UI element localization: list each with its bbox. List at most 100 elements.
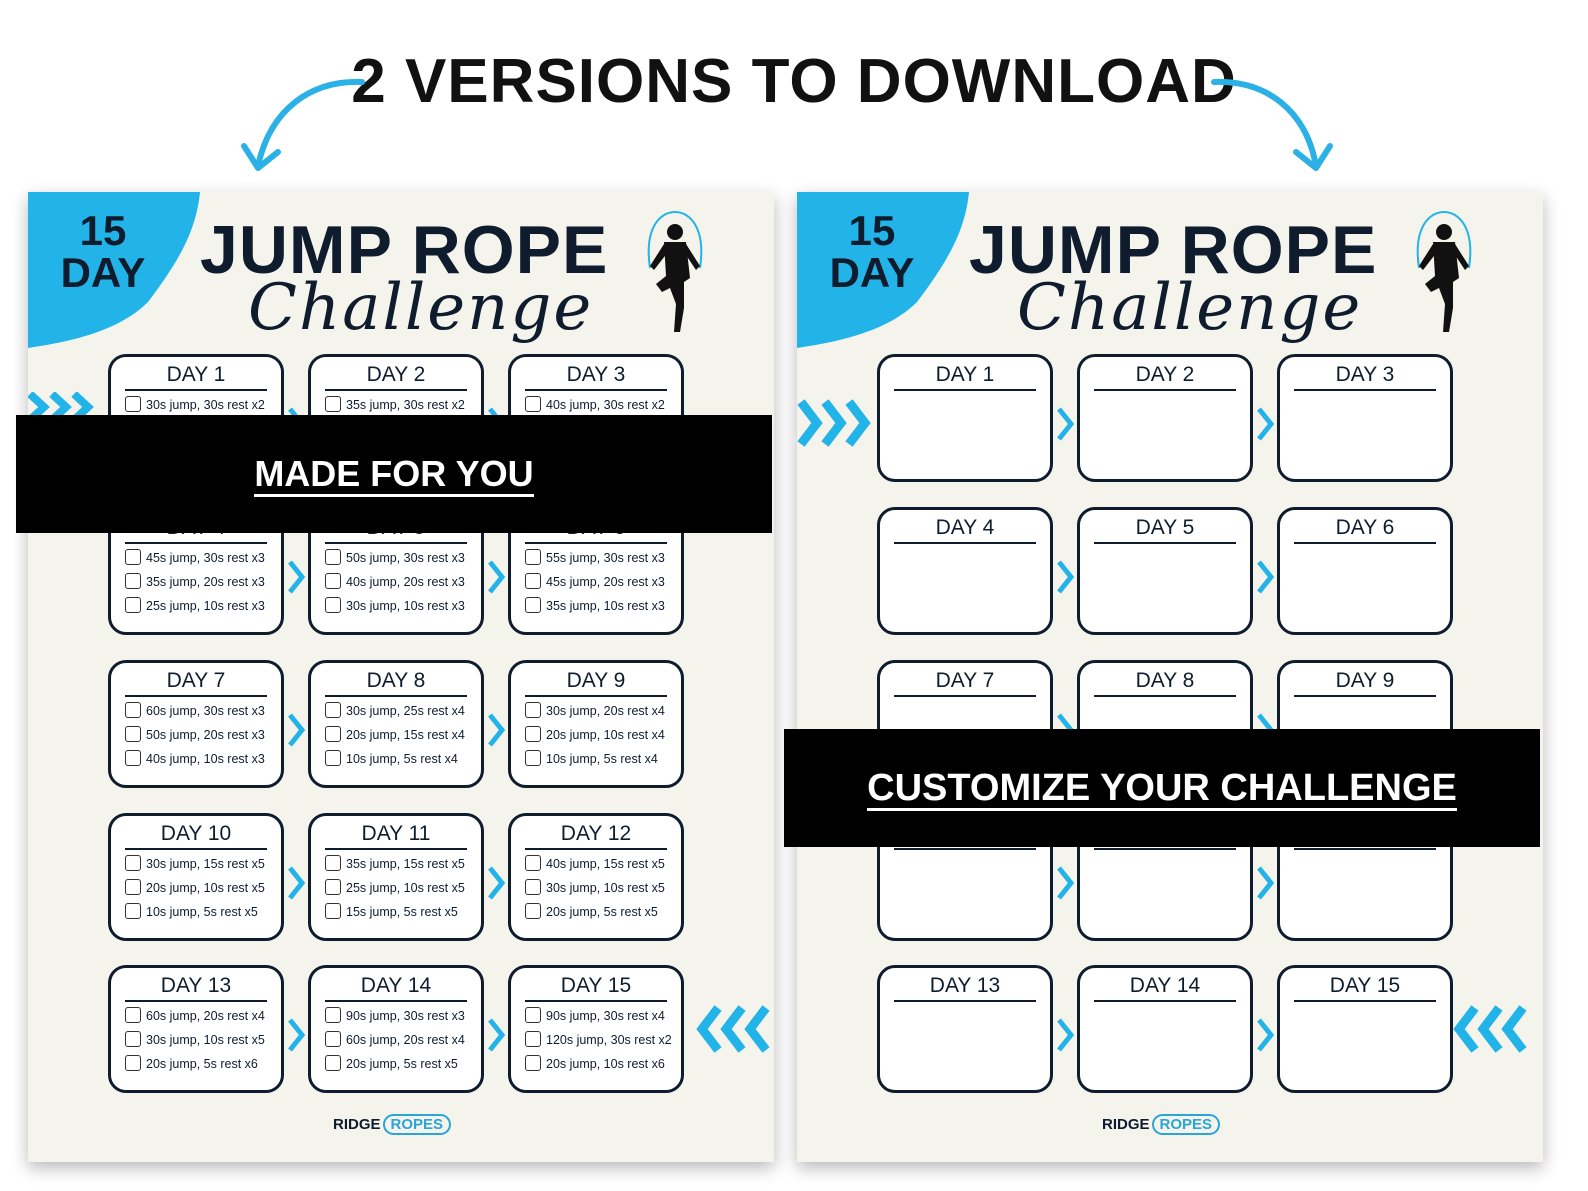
task-checkbox[interactable] — [325, 1031, 341, 1047]
task-text: 45s jump, 20s rest x3 — [546, 575, 665, 589]
task-checkbox[interactable] — [325, 396, 341, 412]
task-checkbox[interactable] — [125, 879, 141, 895]
task-text: 60s jump, 20s rest x4 — [346, 1033, 465, 1047]
made-for-you-label: MADE FOR YOU — [254, 454, 534, 497]
task-checkbox[interactable] — [325, 549, 341, 565]
task-row: 30s jump, 10s rest x3 — [325, 596, 477, 616]
task-checkbox[interactable] — [125, 597, 141, 613]
task-checkbox[interactable] — [525, 549, 541, 565]
task-checkbox[interactable] — [325, 1007, 341, 1023]
task-checkbox[interactable] — [325, 903, 341, 919]
task-checkbox[interactable] — [125, 903, 141, 919]
task-checkbox[interactable] — [325, 750, 341, 766]
task-checkbox[interactable] — [325, 855, 341, 871]
task-checkbox[interactable] — [125, 1055, 141, 1071]
day-card-title: DAY 9 — [525, 667, 667, 697]
task-text: 40s jump, 10s rest x3 — [146, 752, 265, 766]
chevron-right-icon — [288, 866, 306, 900]
task-row: 35s jump, 15s rest x5 — [325, 854, 477, 874]
day-card: DAY 7 60s jump, 30s rest x3 50s jump, 20s … — [108, 660, 284, 788]
task-row: 35s jump, 30s rest x2 — [325, 395, 477, 415]
task-row: 50s jump, 30s rest x3 — [325, 548, 477, 568]
headline: 2 VERSIONS TO DOWNLOAD — [351, 47, 1237, 116]
day-card-title: DAY 11 — [325, 820, 467, 850]
chevron-right-icon — [488, 1018, 506, 1052]
task-text: 20s jump, 5s rest x5 — [546, 905, 658, 919]
day-card-title: DAY 1 — [894, 361, 1036, 391]
task-checkbox[interactable] — [325, 726, 341, 742]
task-row: 45s jump, 30s rest x3 — [125, 548, 277, 568]
day-card: DAY 14 — [1077, 965, 1253, 1093]
task-row: 20s jump, 10s rest x4 — [525, 725, 677, 745]
task-checkbox[interactable] — [125, 726, 141, 742]
task-text: 30s jump, 15s rest x5 — [146, 857, 265, 871]
task-row: 20s jump, 15s rest x4 — [325, 725, 477, 745]
day-card: DAY 3 — [1277, 354, 1453, 482]
task-row: 15s jump, 5s rest x5 — [325, 902, 477, 922]
task-text: 10s jump, 5s rest x4 — [546, 752, 658, 766]
task-checkbox[interactable] — [125, 549, 141, 565]
task-checkbox[interactable] — [525, 1055, 541, 1071]
task-row: 40s jump, 10s rest x3 — [125, 749, 277, 769]
task-row: 60s jump, 30s rest x3 — [125, 701, 277, 721]
task-checkbox[interactable] — [125, 1007, 141, 1023]
chevron-right-icon — [1257, 407, 1275, 441]
task-checkbox[interactable] — [125, 750, 141, 766]
task-checkbox[interactable] — [525, 855, 541, 871]
task-row: 25s jump, 10s rest x5 — [325, 878, 477, 898]
task-checkbox[interactable] — [325, 702, 341, 718]
day-card-title: DAY 2 — [1094, 361, 1236, 391]
task-checkbox[interactable] — [525, 702, 541, 718]
day-card: DAY 5 — [1077, 507, 1253, 635]
task-text: 30s jump, 30s rest x2 — [146, 398, 265, 412]
task-checkbox[interactable] — [125, 855, 141, 871]
day-card: DAY 6 — [1277, 507, 1453, 635]
task-checkbox[interactable] — [525, 879, 541, 895]
day-card: DAY 13 — [877, 965, 1053, 1093]
task-checkbox[interactable] — [125, 573, 141, 589]
day-card-title: DAY 7 — [125, 667, 267, 697]
day-card-title: DAY 10 — [125, 820, 267, 850]
task-checkbox[interactable] — [125, 1031, 141, 1047]
task-text: 45s jump, 30s rest x3 — [146, 551, 265, 565]
task-checkbox[interactable] — [525, 1031, 541, 1047]
task-checkbox[interactable] — [525, 1007, 541, 1023]
task-text: 90s jump, 30s rest x3 — [346, 1009, 465, 1023]
task-checkbox[interactable] — [525, 573, 541, 589]
task-checkbox[interactable] — [525, 903, 541, 919]
day-card-title: DAY 3 — [525, 361, 667, 391]
task-checkbox[interactable] — [125, 702, 141, 718]
chevron-right-icon — [288, 1018, 306, 1052]
day-card-title: DAY 6 — [1294, 514, 1436, 544]
chevron-right-icon — [1257, 1018, 1275, 1052]
chevrons-right-icon — [797, 399, 871, 447]
task-checkbox[interactable] — [325, 573, 341, 589]
task-row: 120s jump, 30s rest x2 — [525, 1030, 677, 1050]
task-text: 20s jump, 10s rest x4 — [546, 728, 665, 742]
task-text: 10s jump, 5s rest x4 — [346, 752, 458, 766]
task-row: 20s jump, 10s rest x5 — [125, 878, 277, 898]
day-card: DAY 15 — [1277, 965, 1453, 1093]
task-checkbox[interactable] — [525, 597, 541, 613]
blue-paint-splash-icon — [797, 192, 969, 348]
task-checkbox[interactable] — [325, 1055, 341, 1071]
task-checkbox[interactable] — [325, 597, 341, 613]
task-row: 30s jump, 15s rest x5 — [125, 854, 277, 874]
customize-label: CUSTOMIZE YOUR CHALLENGE — [867, 767, 1457, 811]
task-checkbox[interactable] — [125, 396, 141, 412]
task-checkbox[interactable] — [525, 726, 541, 742]
task-text: 50s jump, 20s rest x3 — [146, 728, 265, 742]
day-card-title: DAY 7 — [894, 667, 1036, 697]
task-checkbox[interactable] — [525, 396, 541, 412]
task-text: 20s jump, 15s rest x4 — [346, 728, 465, 742]
day-card-title: DAY 2 — [325, 361, 467, 391]
day-card: DAY 11 35s jump, 15s rest x5 25s jump, 10s… — [308, 813, 484, 941]
task-checkbox[interactable] — [525, 750, 541, 766]
task-text: 35s jump, 20s rest x3 — [146, 575, 265, 589]
task-checkbox[interactable] — [325, 879, 341, 895]
day-card-title: DAY 14 — [1094, 972, 1236, 1002]
